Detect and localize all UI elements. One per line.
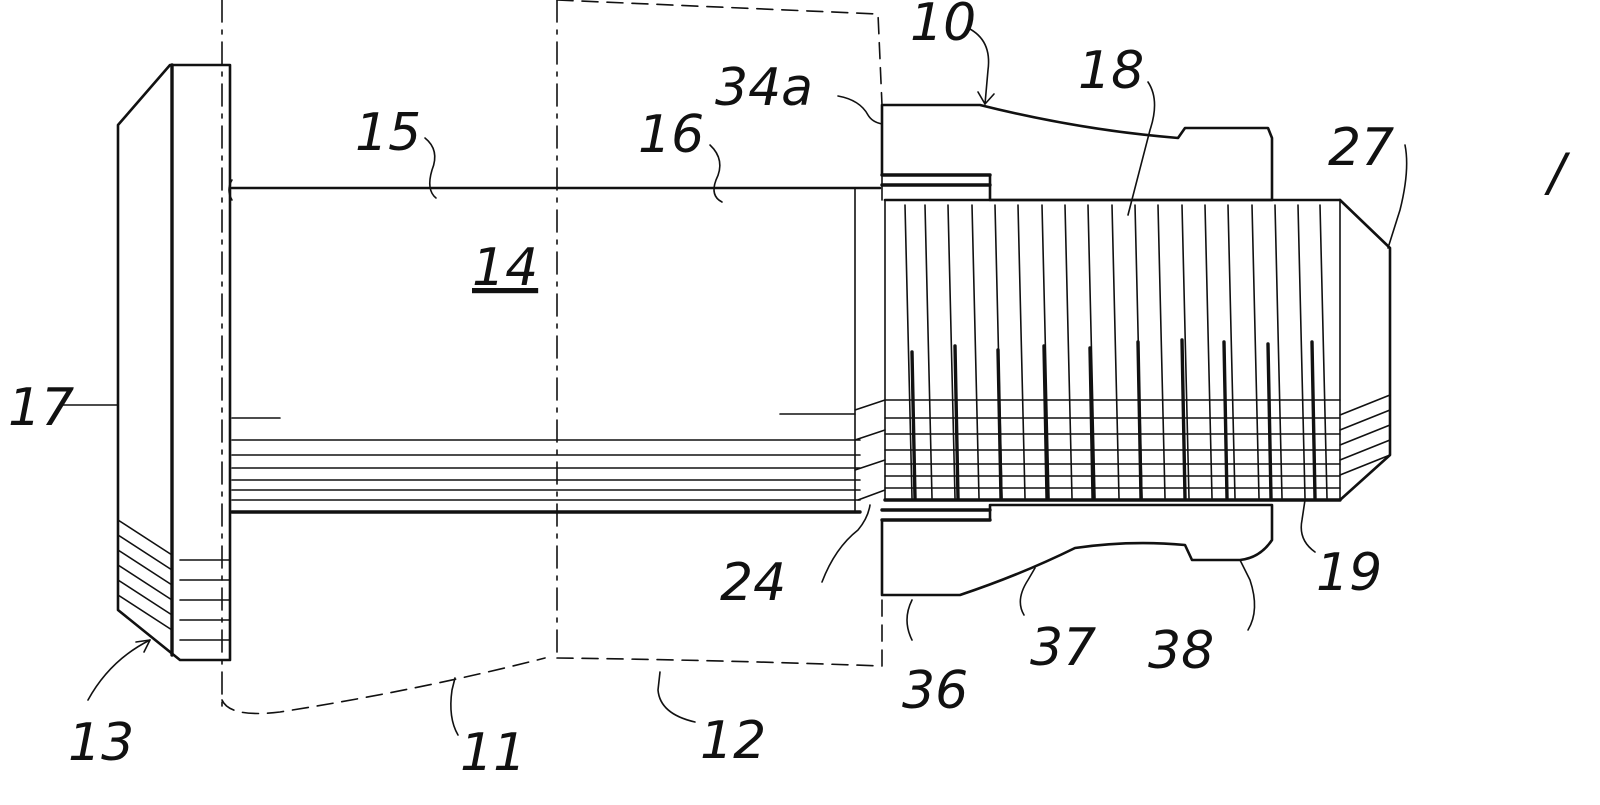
edge-mark: /	[1544, 143, 1571, 203]
threaded-portion	[883, 198, 1392, 502]
label-24: 24	[720, 553, 786, 613]
label-10: 10	[910, 0, 976, 53]
label-15: 15	[355, 103, 421, 163]
label-36: 36	[902, 661, 968, 721]
collar-lower-section	[880, 503, 1274, 597]
reference-lines	[221, 0, 883, 715]
label-27: 27	[1328, 118, 1394, 178]
reference-labels: 10 34a 18 27 15 16 14 17 13 24 36 37 38 …	[8, 0, 1571, 783]
label-34a: 34a	[715, 58, 813, 118]
label-12: 12	[700, 711, 766, 771]
label-11: 11	[460, 723, 526, 783]
leader-lines	[61, 27, 1408, 736]
bolt-shank	[228, 179, 886, 514]
label-38: 38	[1148, 621, 1214, 681]
bolt-head	[116, 63, 232, 662]
thread-crests	[904, 204, 1328, 499]
thread-shading	[910, 338, 1317, 500]
label-19: 19	[1316, 543, 1382, 603]
label-37: 37	[1030, 618, 1096, 678]
label-17: 17	[8, 378, 74, 438]
label-13: 13	[68, 713, 134, 773]
label-16: 16	[638, 105, 704, 165]
collar-upper-section	[880, 103, 1274, 202]
thread-horizontal-shading	[884, 399, 1341, 489]
label-14: 14	[472, 238, 538, 298]
label-18: 18	[1078, 41, 1144, 101]
